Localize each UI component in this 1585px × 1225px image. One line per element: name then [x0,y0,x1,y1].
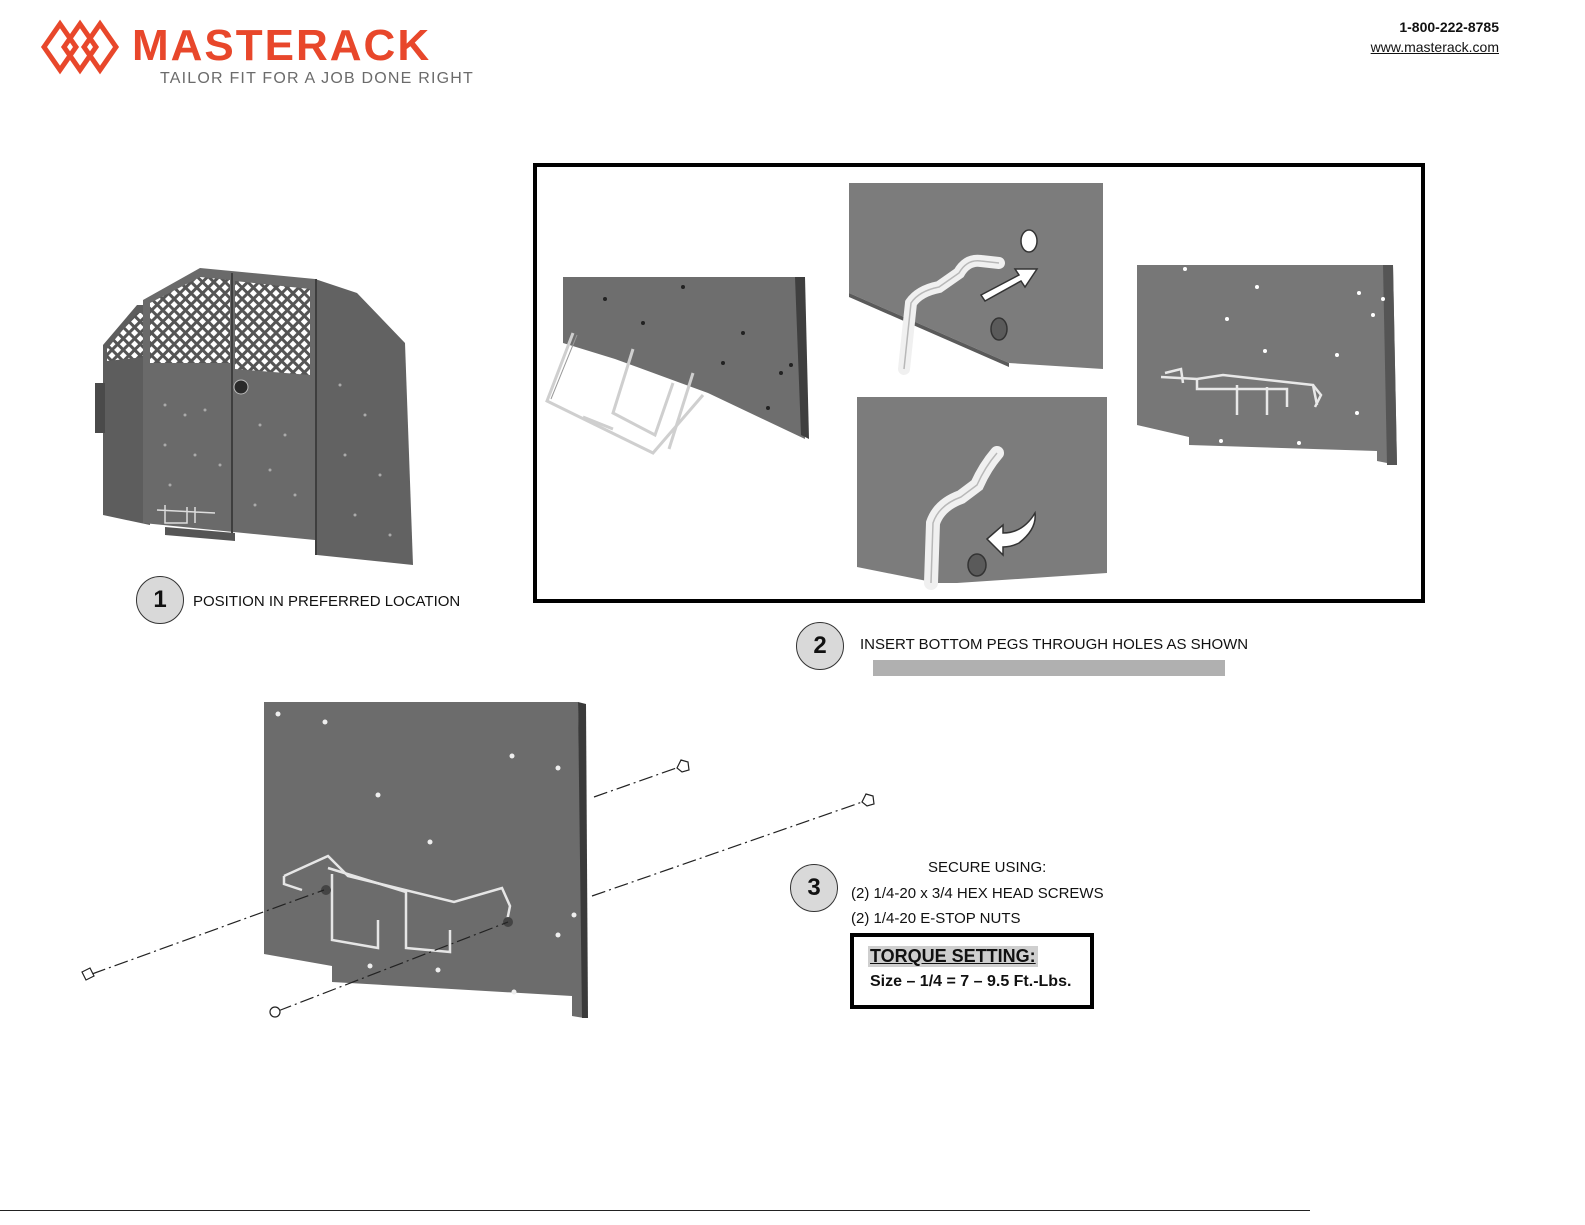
step-3-line-1: (2) 1/4-20 x 3/4 HEX HEAD SCREWS [851,885,1104,902]
panel-with-holder-illustration [543,273,813,463]
highlight-bar [873,660,1225,676]
footer-divider [0,1210,1310,1211]
step-1-badge: 1 [136,576,184,624]
step-2-illustration-frame [533,163,1425,603]
contact-block: 1-800-222-8785 www.masterack.com [1371,18,1499,58]
brand-logo-icon [40,18,120,76]
website-link[interactable]: www.masterack.com [1371,36,1499,58]
torque-setting-box: TORQUE SETTING: Size – 1/4 = 7 – 9.5 Ft.… [850,933,1094,1009]
phone-number: 1-800-222-8785 [1371,18,1499,36]
exploded-fastener-illustration [78,700,898,1030]
step-3-badge: 3 [790,864,838,912]
step-3-heading: SECURE USING: [928,859,1046,876]
peg-rotate-detail-image [857,397,1107,583]
step-1-text: POSITION IN PREFERRED LOCATION [193,593,460,610]
step-2-text: INSERT BOTTOM PEGS THROUGH HOLES AS SHOW… [860,636,1248,653]
partition-illustration [95,265,415,570]
brand-name: MASTERACK [132,20,431,72]
tagline: TAILOR FIT FOR A JOB DONE RIGHT [160,70,474,88]
step-2-badge: 2 [796,622,844,670]
holder-installed-illustration [1137,265,1407,475]
peg-insert-detail-image [849,183,1103,369]
step-3-line-2: (2) 1/4-20 E-STOP NUTS [851,910,1021,927]
torque-title: TORQUE SETTING: [868,946,1038,967]
torque-value: Size – 1/4 = 7 – 9.5 Ft.-Lbs. [870,973,1071,991]
